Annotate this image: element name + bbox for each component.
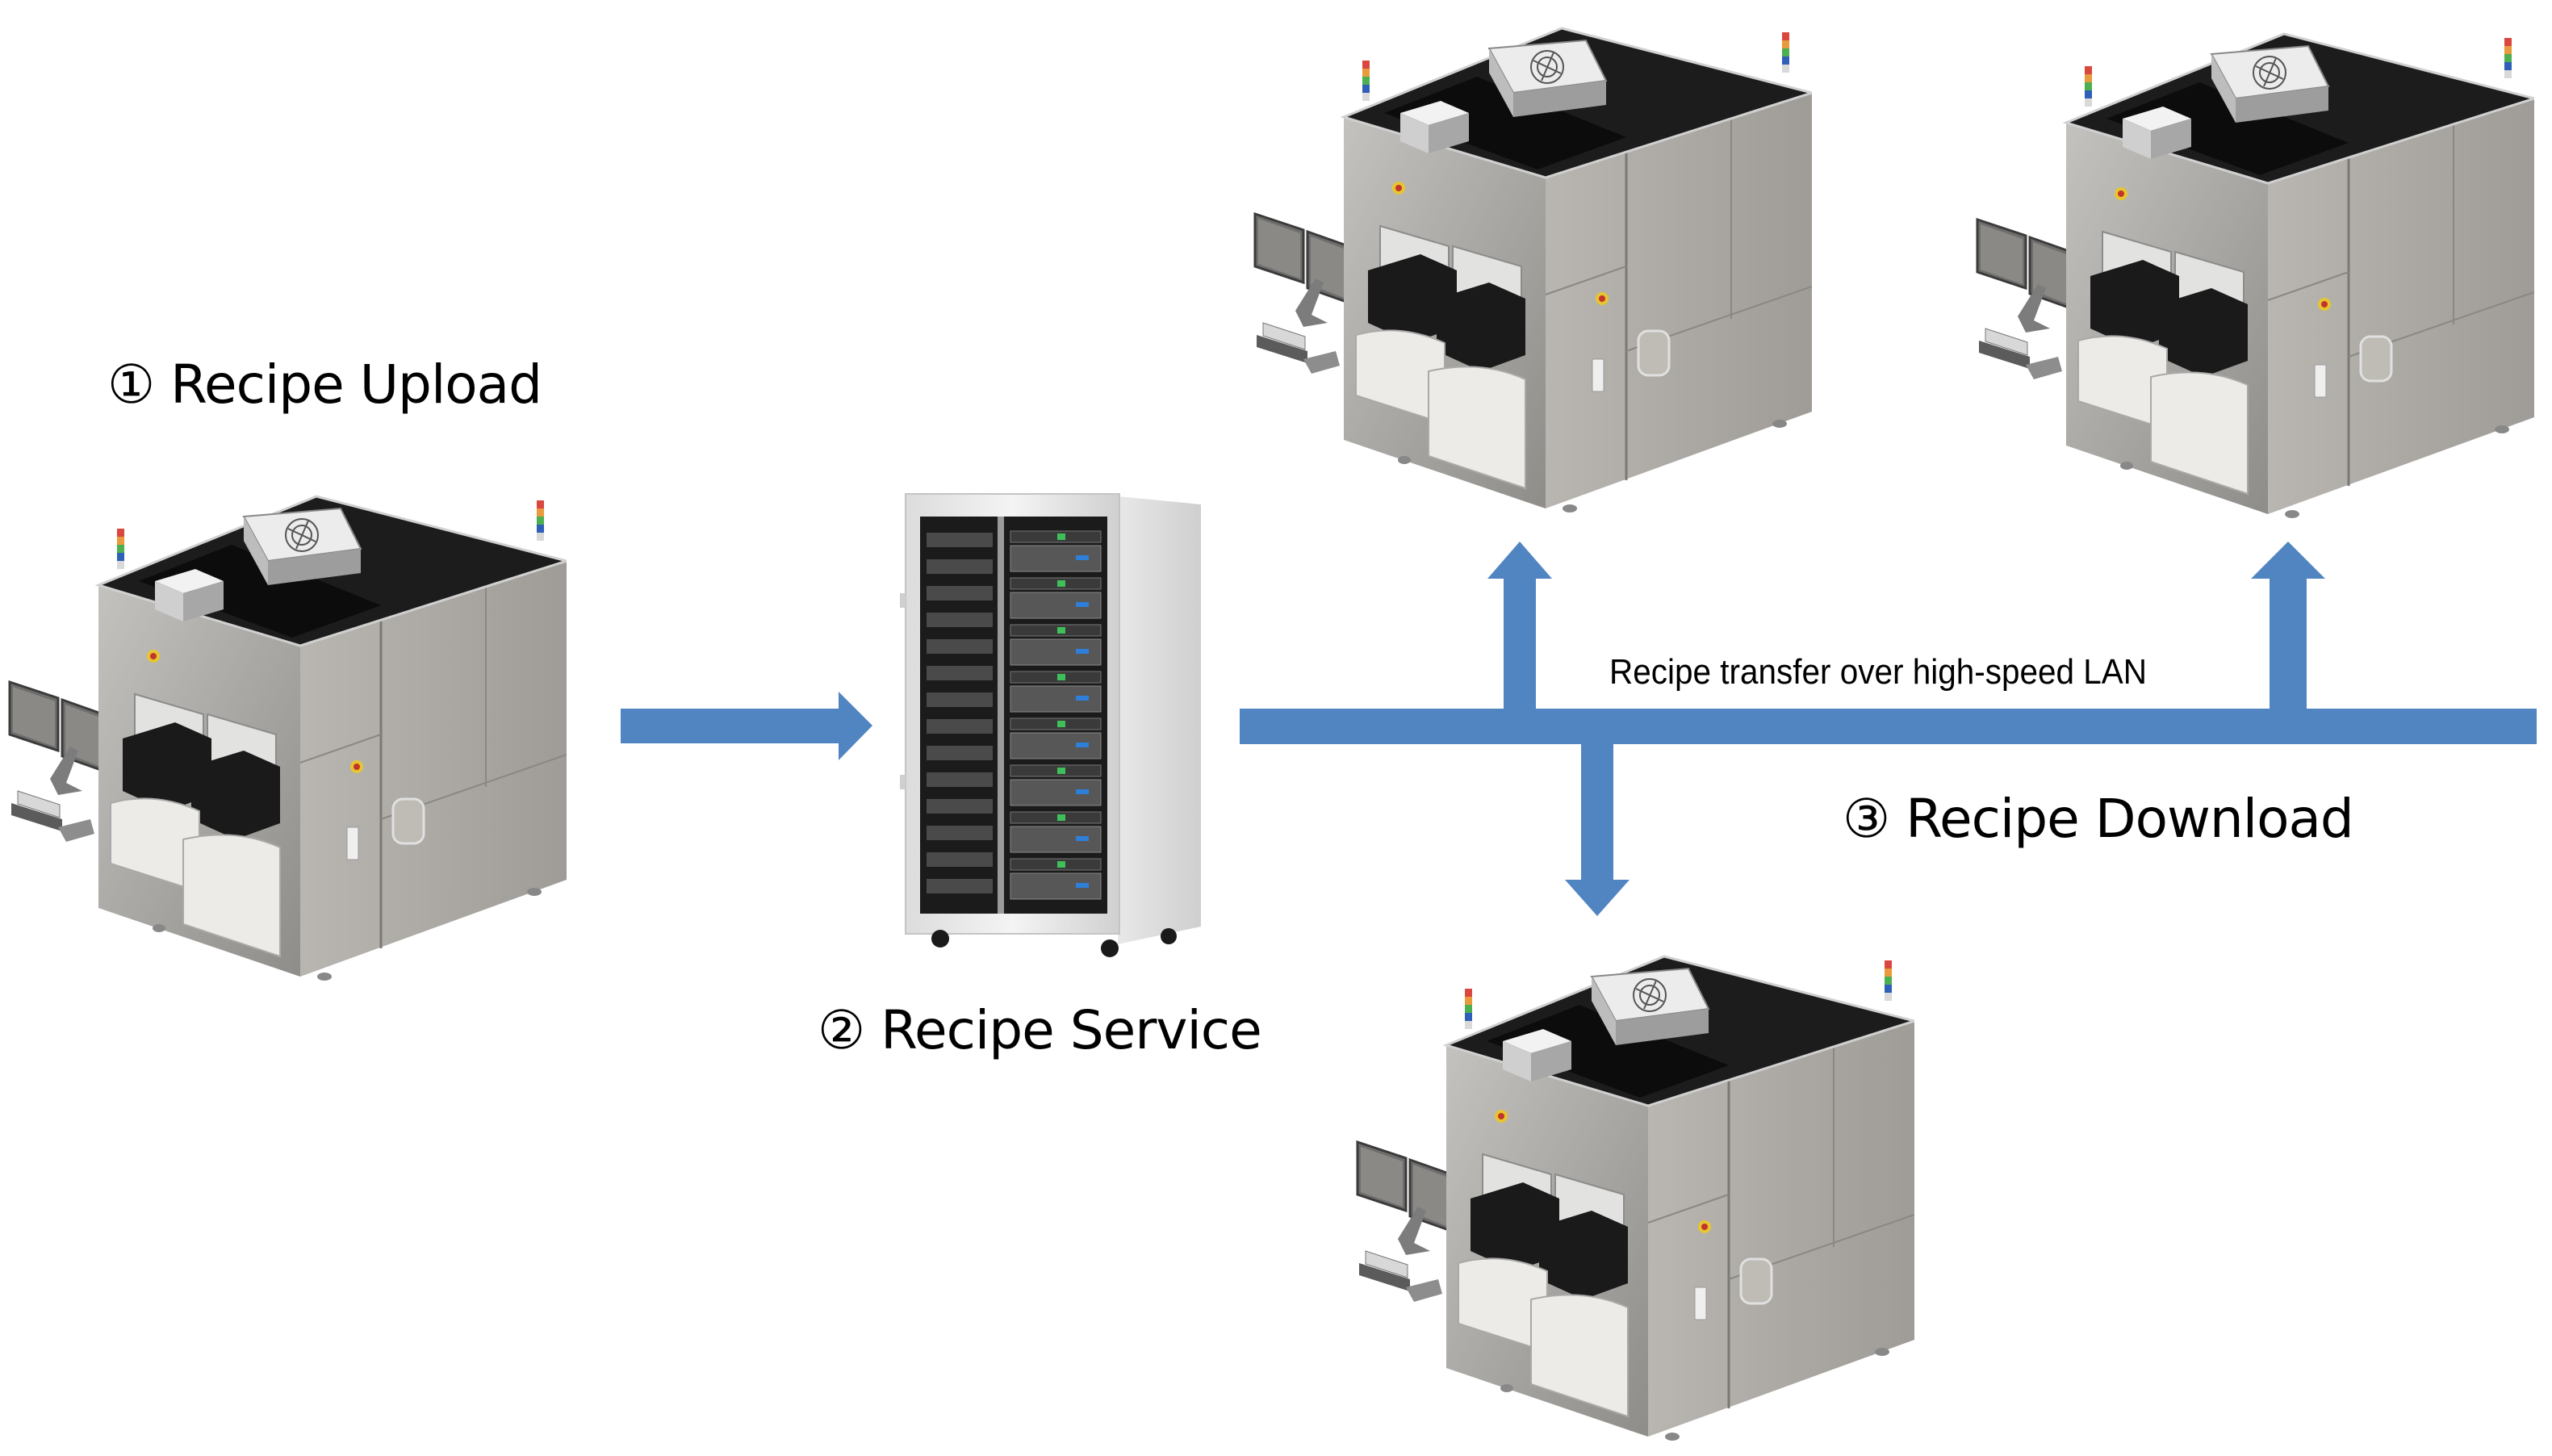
- blue-indicator-icon: [1076, 696, 1089, 701]
- blue-indicator-icon: [1076, 602, 1089, 607]
- lan-up-arrow-2: [2251, 542, 2325, 709]
- rack-unit-left: [927, 533, 993, 547]
- status-led-icon: [1057, 627, 1065, 634]
- blue-indicator-icon: [1076, 789, 1089, 794]
- blue-indicator-icon: [1076, 649, 1089, 654]
- rack-server-1u: [1010, 530, 1102, 543]
- blue-indicator-icon: [1076, 883, 1089, 888]
- rack-unit-left: [927, 799, 993, 814]
- rack-server-1u: [1010, 577, 1102, 590]
- rack-unit-left: [927, 746, 993, 760]
- step-2-label: ② Recipe Service: [818, 999, 1262, 1061]
- target-tool-3-image: [1356, 955, 1914, 1441]
- rack-unit-left: [927, 826, 993, 840]
- step-1-label: ① Recipe Upload: [107, 354, 542, 416]
- rack-server-1u: [1010, 624, 1102, 637]
- rack-unit-left: [927, 879, 993, 893]
- status-led-icon: [1057, 768, 1065, 774]
- rack-unit-left: [927, 639, 993, 654]
- rack-unit-left: [927, 692, 993, 707]
- rack-unit-left: [927, 852, 993, 867]
- rack-unit-left: [927, 772, 993, 787]
- target-tool-1-image: [1253, 27, 1812, 513]
- status-led-icon: [1057, 580, 1065, 587]
- upload-arrow: [621, 692, 872, 760]
- source-tool-image: [8, 495, 567, 981]
- status-led-icon: [1057, 814, 1065, 821]
- rack-unit-left: [927, 613, 993, 627]
- rack-server-1u: [1010, 811, 1102, 824]
- blue-indicator-icon: [1076, 555, 1089, 560]
- status-led-icon: [1057, 533, 1065, 540]
- lan-transfer-label: Recipe transfer over high-speed LAN: [1609, 652, 2148, 692]
- rack-unit-left: [927, 719, 993, 734]
- status-led-icon: [1057, 861, 1065, 868]
- lan-down-arrow: [1565, 744, 1630, 916]
- blue-indicator-icon: [1076, 743, 1089, 747]
- recipe-server-rack-image: [900, 493, 1201, 957]
- lan-up-arrow-1: [1487, 542, 1552, 709]
- rack-server-1u: [1010, 764, 1102, 777]
- rack-unit-left: [927, 559, 993, 574]
- target-tool-2-image: [1976, 32, 2534, 518]
- rack-unit-left: [927, 586, 993, 600]
- blue-indicator-icon: [1076, 836, 1089, 841]
- flow-arrows: [621, 542, 2537, 916]
- lan-bus-bar: [1240, 709, 2537, 744]
- rack-server-1u: [1010, 671, 1102, 684]
- rack-server-1u: [1010, 858, 1102, 871]
- status-led-icon: [1057, 674, 1065, 680]
- rack-unit-left: [927, 666, 993, 680]
- step-3-label: ③ Recipe Download: [1843, 788, 2354, 850]
- status-led-icon: [1057, 721, 1065, 727]
- rack-server-1u: [1010, 718, 1102, 730]
